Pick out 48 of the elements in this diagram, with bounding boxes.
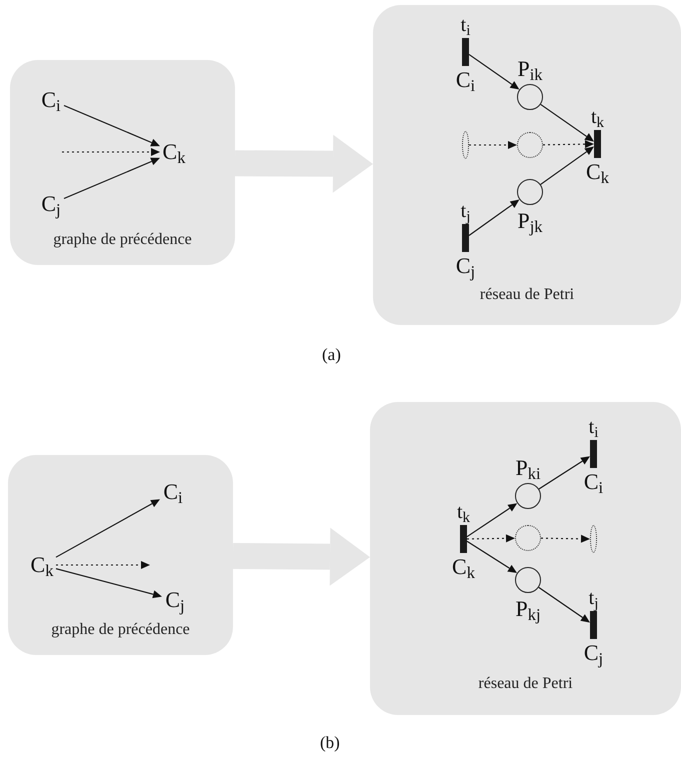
arrow xyxy=(541,534,590,543)
panel-caption: réseau de Petri xyxy=(478,285,576,305)
panel-caption: graphe de précédence xyxy=(50,620,191,640)
transition-label: t$_{i}$ xyxy=(460,15,470,35)
figure-label: (b) xyxy=(320,732,340,754)
node-label: C$_{j}$ xyxy=(38,190,64,218)
block-arrow xyxy=(232,528,370,586)
figure-label: (a) xyxy=(322,344,341,366)
dotted-transition-bar xyxy=(590,525,597,553)
arrow xyxy=(56,499,160,558)
place-label: P$_{ik}$ xyxy=(517,58,543,80)
rounded-panel xyxy=(8,455,233,655)
arrow xyxy=(538,456,590,490)
arrow xyxy=(468,200,520,236)
arrow xyxy=(64,158,160,200)
node-label: C$_{k}$ xyxy=(160,138,188,166)
node-label: C$_{i}$ xyxy=(38,86,64,114)
transition-label: C$_{k}$ xyxy=(586,161,609,183)
node-label: C$_{k}$ xyxy=(28,551,56,579)
arrow xyxy=(56,561,150,569)
panel-caption: graphe de précédence xyxy=(52,230,193,250)
arrow xyxy=(56,568,162,598)
rounded-panel xyxy=(370,402,681,715)
node-label: C$_{j}$ xyxy=(162,586,188,614)
panel-caption: réseau de Petri xyxy=(477,674,574,694)
arrow xyxy=(466,503,518,538)
node-label: C$_{i}$ xyxy=(160,478,186,506)
transition-label: C$_{k}$ xyxy=(452,556,475,578)
rounded-panel xyxy=(10,60,235,265)
arrow xyxy=(466,540,518,574)
transition-label: C$_{i}$ xyxy=(456,69,476,91)
arrow xyxy=(540,104,594,142)
arrow xyxy=(64,104,160,146)
arrow xyxy=(543,140,594,148)
block-arrow xyxy=(234,134,373,193)
arrow xyxy=(469,141,517,149)
transition-label: t$_{i}$ xyxy=(588,417,598,437)
transition-label: t$_{k}$ xyxy=(590,107,604,127)
arrow xyxy=(467,534,515,542)
arrow xyxy=(538,586,590,623)
arrow xyxy=(62,148,160,156)
transition-label: t$_{k}$ xyxy=(456,502,470,522)
dotted-transition-bar xyxy=(462,131,469,159)
arrow xyxy=(468,54,520,90)
arrow xyxy=(540,146,594,185)
place-label: P$_{ki}$ xyxy=(515,457,541,479)
transition-label: C$_{i}$ xyxy=(584,471,604,493)
rounded-panel xyxy=(373,5,681,325)
